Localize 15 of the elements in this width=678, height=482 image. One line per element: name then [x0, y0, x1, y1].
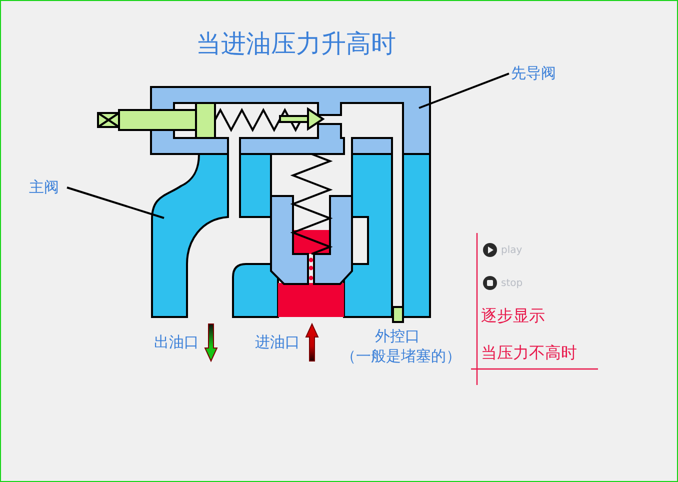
- port-label: 外控口: [375, 327, 420, 345]
- port-label: 当压力不高时: [481, 343, 577, 362]
- pilot-valve-drawing: [97, 86, 431, 155]
- leader-line: [418, 72, 510, 109]
- port-label: 出油口: [154, 333, 199, 351]
- leader-line: [66, 186, 164, 219]
- play-button: play: [483, 243, 522, 257]
- part-label: 先导阀: [511, 64, 556, 82]
- main-valve-drawing: [151, 153, 431, 323]
- port-label: 逐步显示: [481, 306, 545, 326]
- part-label: 主阀: [29, 178, 59, 196]
- title: 当进油压力升高时: [195, 28, 397, 60]
- stop-button: stop: [483, 276, 523, 290]
- port-label: （一般是堵塞的）: [341, 347, 461, 365]
- port-label: 进油口: [255, 333, 300, 351]
